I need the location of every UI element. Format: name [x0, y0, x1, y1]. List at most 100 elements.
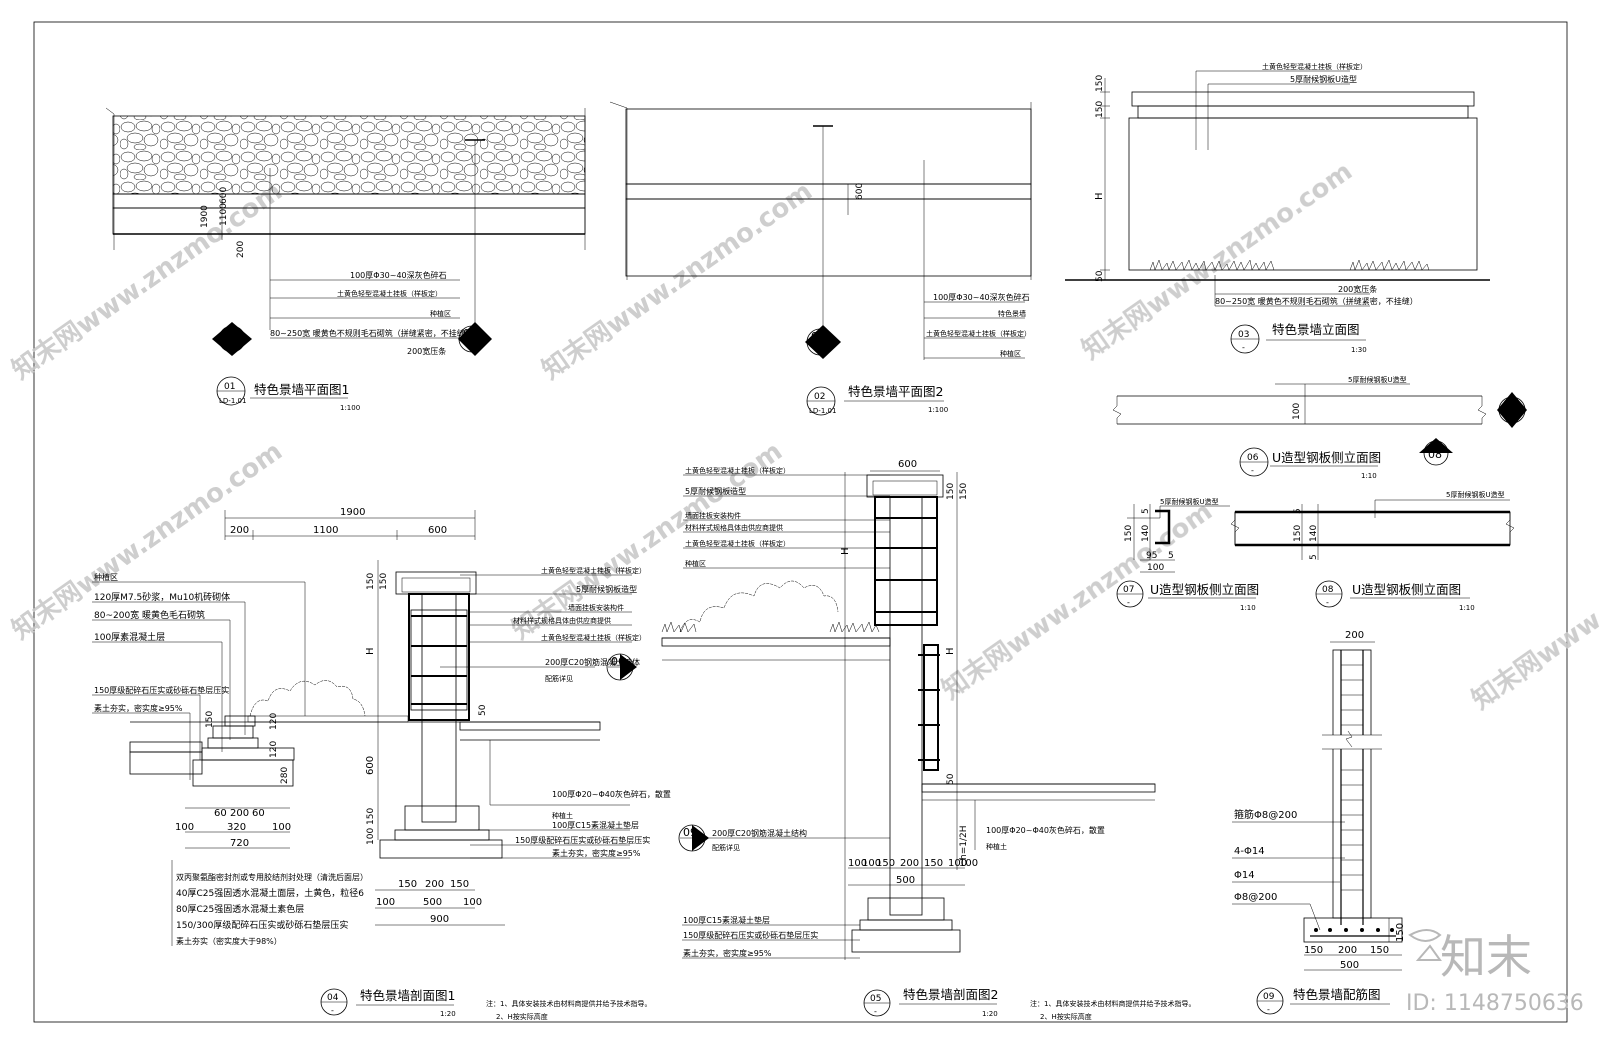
svg-text:H: H — [365, 647, 376, 655]
view-title-09: 09 - 特色景墙配筋图 — [1256, 987, 1390, 1015]
svg-text:05: 05 — [870, 994, 881, 1004]
section-callout-08[interactable]: 08 — [1419, 438, 1453, 466]
svg-text:特色景墙剖面图1: 特色景墙剖面图1 — [360, 988, 455, 1003]
svg-text:120厚M7.5砂浆，Mu10机砖砌体: 120厚M7.5砂浆，Mu10机砖砌体 — [94, 591, 230, 603]
svg-text:-: - — [1326, 598, 1329, 607]
svg-text:200宽压条: 200宽压条 — [407, 346, 446, 356]
svg-text:120: 120 — [269, 713, 279, 730]
svg-text:-: - — [1251, 466, 1254, 475]
svg-text:200: 200 — [230, 525, 249, 536]
svg-text:80~250宽 暖黄色不规则毛石砌筑（拼缝紧密，不挂缝）: 80~250宽 暖黄色不规则毛石砌筑（拼缝紧密，不挂缝） — [270, 328, 473, 338]
svg-text:100: 100 — [376, 897, 395, 908]
svg-text:100厚C15素混凝土垫层: 100厚C15素混凝土垫层 — [552, 820, 639, 830]
svg-text:150: 150 — [205, 711, 215, 728]
svg-text:5: 5 — [1141, 508, 1151, 514]
view-title-01: 01 LD-1.01 特色景墙平面图1 1:100 — [216, 376, 360, 412]
svg-text:知末网www.znzmo.com: 知末网www.znzmo.com — [937, 496, 1218, 705]
svg-text:土黄色轻型混凝土挂板（样板定）: 土黄色轻型混凝土挂板（样板定） — [541, 633, 646, 642]
svg-text:50: 50 — [1095, 270, 1105, 282]
svg-text:09: 09 — [1263, 992, 1275, 1002]
view-05-section-2: 600 150 150 H — [486, 459, 1195, 1021]
svg-text:1900: 1900 — [200, 205, 210, 228]
svg-text:配筋详见: 配筋详见 — [712, 843, 740, 852]
svg-text:1:100: 1:100 — [928, 406, 948, 414]
svg-text:320: 320 — [227, 822, 246, 833]
svg-text:5厚耐候钢板U造型: 5厚耐候钢板U造型 — [1290, 74, 1357, 84]
svg-text:U造型钢板侧立面图: U造型钢板侧立面图 — [1150, 582, 1259, 597]
svg-text:土黄色轻型混凝土挂板（样板定）: 土黄色轻型混凝土挂板（样板定） — [685, 539, 790, 548]
section-callout-05[interactable]: 05 - — [805, 325, 841, 359]
section-callout-04[interactable]: 04 - — [458, 322, 492, 356]
view-09-rebar: 200 箍筋Φ8@200 4-Φ14 Φ14 Φ8@200 150 — [1232, 630, 1406, 1015]
svg-text:150: 150 — [379, 573, 389, 590]
svg-text:150: 150 — [1293, 525, 1303, 542]
svg-text:600: 600 — [855, 183, 865, 200]
view-title-03: 03 - 特色景墙立面图 1:30 — [1230, 322, 1367, 354]
svg-text:特色景墙立面图: 特色景墙立面图 — [1272, 322, 1360, 337]
view-08-u-elevation: 5厚耐候钢板U造型 5 150 140 5 08 - U造型钢板侧立面图 1:1… — [1230, 490, 1515, 612]
svg-text:双丙聚氨酯密封剂或专用胶结剂封处理（清洗后面层）: 双丙聚氨酯密封剂或专用胶结剂封处理（清洗后面层） — [176, 872, 368, 882]
section-2-right-notes: 土黄色轻型混凝土挂板（样板定） 5厚耐候钢板造型 墙面挂板安装构件 材料样式规格… — [683, 466, 890, 569]
svg-text:5厚耐候钢板U造型: 5厚耐候钢板U造型 — [1348, 375, 1407, 384]
svg-text:注：1、具体安装技术由材料商提供并给予技术指导。: 注：1、具体安装技术由材料商提供并给予技术指导。 — [486, 999, 651, 1008]
svg-text:500: 500 — [1340, 960, 1359, 971]
section-callout-09[interactable]: 09 — [678, 824, 709, 852]
svg-text:2、H按实际高度: 2、H按实际高度 — [496, 1012, 548, 1021]
svg-text:土黄色轻型混凝土挂板（样板定）: 土黄色轻型混凝土挂板（样板定） — [926, 329, 1031, 338]
svg-text:150: 150 — [450, 879, 469, 890]
svg-text:80~250宽 暖黄色不规则毛石砌筑（拼缝紧密，不挂缝）: 80~250宽 暖黄色不规则毛石砌筑（拼缝紧密，不挂缝） — [1215, 296, 1418, 306]
svg-text:500: 500 — [423, 897, 442, 908]
view-02-plan-2: 600 100厚Φ30~40深灰色碎石 特色景墙 土黄色轻型混凝土挂板（样板定）… — [609, 101, 1032, 416]
svg-text:配筋详见: 配筋详见 — [545, 674, 573, 683]
svg-text:LD-1.01: LD-1.01 — [809, 407, 836, 415]
svg-text:特色景墙剖面图2: 特色景墙剖面图2 — [903, 987, 998, 1002]
svg-text:150: 150 — [1370, 945, 1389, 956]
svg-text:-: - — [817, 347, 820, 356]
svg-text:100: 100 — [959, 858, 978, 869]
svg-text:特色景墙平面图1: 特色景墙平面图1 — [254, 382, 349, 397]
svg-text:50: 50 — [946, 773, 956, 785]
svg-text:150: 150 — [876, 858, 895, 869]
svg-text:150: 150 — [924, 858, 943, 869]
svg-text:1:20: 1:20 — [982, 1010, 998, 1018]
svg-text:5厚耐候钢板造型: 5厚耐候钢板造型 — [685, 486, 746, 496]
svg-text:-: - — [331, 1006, 334, 1015]
general-notes: 注：1、具体安装技术由材料商提供并给予技术指导。 2、H按实际高度 注：1、具体… — [486, 999, 1195, 1021]
svg-text:100: 100 — [463, 897, 482, 908]
svg-text:04: 04 — [463, 327, 477, 340]
svg-text:09: 09 — [683, 826, 697, 839]
svg-text:100厚Φ20~Φ40灰色碎石，散置: 100厚Φ20~Φ40灰色碎石，散置 — [986, 825, 1105, 835]
svg-text:墙面挂板安装构件: 墙面挂板安装构件 — [685, 511, 741, 520]
section-callout-07[interactable]: 07 — [1497, 392, 1527, 428]
svg-text:200厚C20钢筋混凝土墙体: 200厚C20钢筋混凝土墙体 — [545, 657, 640, 667]
svg-text:种植土: 种植土 — [986, 842, 1007, 851]
svg-text:U造型钢板侧立面图: U造型钢板侧立面图 — [1352, 582, 1461, 597]
svg-text:素土夯实，密实度≥95%: 素土夯实，密实度≥95% — [552, 848, 641, 858]
svg-text:80~200宽 暖黄色毛石砌筑: 80~200宽 暖黄色毛石砌筑 — [94, 609, 205, 621]
svg-text:100: 100 — [862, 858, 881, 869]
svg-text:120: 120 — [269, 741, 279, 758]
brand-logo-icon — [1408, 929, 1442, 961]
svg-text:1:30: 1:30 — [1351, 346, 1367, 354]
svg-text:60: 60 — [214, 808, 227, 819]
svg-text:200: 200 — [425, 879, 444, 890]
svg-text:4-Φ14: 4-Φ14 — [1234, 846, 1265, 857]
svg-text:知末: 知末 — [1440, 930, 1532, 984]
svg-text:材料样式规格具体由供应商提供: 材料样式规格具体由供应商提供 — [513, 616, 611, 625]
svg-text:05: 05 — [811, 330, 825, 343]
svg-text:100: 100 — [848, 858, 867, 869]
svg-text:ID: 1148750636: ID: 1148750636 — [1406, 991, 1584, 1016]
svg-text:注：1、具体安装技术由材料商提供并给予技术指导。: 注：1、具体安装技术由材料商提供并给予技术指导。 — [1030, 999, 1195, 1008]
svg-text:1100: 1100 — [219, 203, 229, 226]
section-callout-06[interactable]: 06 — [606, 653, 637, 681]
svg-text:土黄色轻型混凝土挂板（样板定）: 土黄色轻型混凝土挂板（样板定） — [685, 466, 790, 475]
svg-text:h=1/2H: h=1/2H — [959, 826, 969, 861]
sheet-border — [33, 21, 1568, 1023]
svg-text:150厚级配碎石压实或砂砾石垫层压实: 150厚级配碎石压实或砂砾石垫层压实 — [683, 930, 818, 940]
svg-text:100: 100 — [272, 822, 291, 833]
section-2-wall-note: 200厚C20钢筋混凝土结构 配筋详见 09 — [678, 824, 890, 852]
svg-text:900: 900 — [430, 914, 449, 925]
svg-text:01: 01 — [224, 382, 235, 392]
section-callout-02[interactable]: 02 - — [212, 322, 252, 356]
svg-text:素土夯实（密实度大于98%）: 素土夯实（密实度大于98%） — [176, 936, 282, 946]
